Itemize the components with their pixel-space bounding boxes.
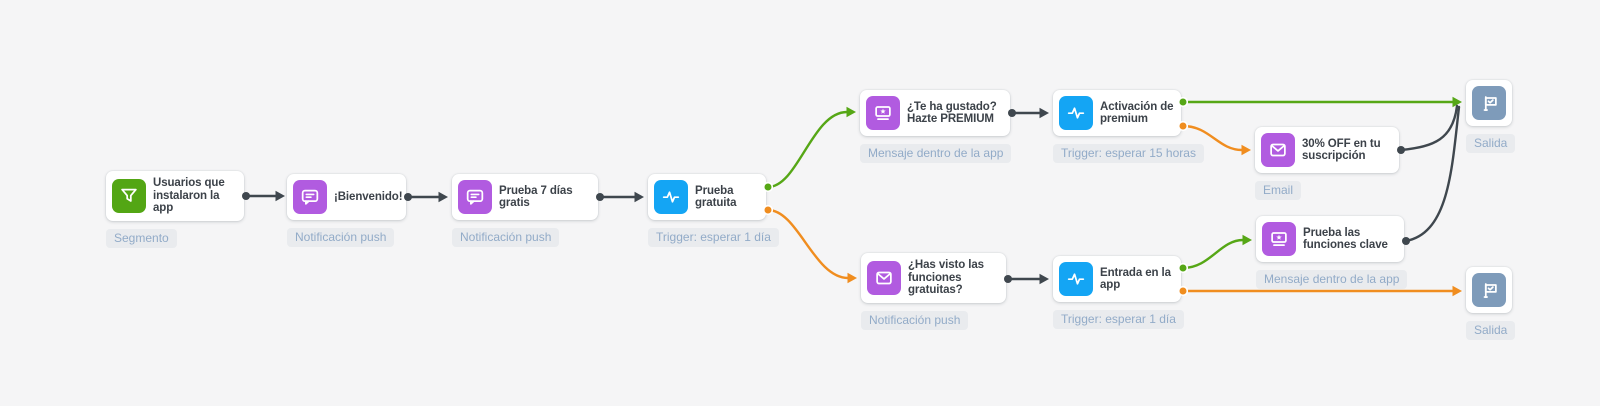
edge-premium-offer-to-activation [1008,107,1049,119]
edge-discount-email-to-exit-top [1397,104,1459,154]
node-free-features-push[interactable]: ¿Has visto las funciones gratuitas? Noti… [861,253,1006,330]
node-tag: Notificación push [861,310,969,330]
node-segment[interactable]: Usuarios que instalaron la app Segmento [106,171,244,248]
node-premium-offer-message[interactable]: ¿Te ha gustado? Hazte PREMIUM Mensaje de… [860,90,1012,163]
node-exit-top[interactable]: Salida [1466,80,1516,153]
node-title: Prueba las funciones clave [1303,226,1388,252]
node-premium-activation-trigger[interactable]: Activación de premium Trigger: esperar 1… [1053,90,1204,163]
pulse-trigger-icon [654,180,688,214]
node-card[interactable]: ¿Has visto las funciones gratuitas? [861,253,1006,303]
node-tag: Salida [1466,134,1516,153]
node-tag: Trigger: esperar 15 horas [1053,144,1204,163]
node-card[interactable]: Entrada en la app [1053,256,1181,302]
node-exit-bottom[interactable]: Salida [1466,267,1516,340]
envelope-icon [867,260,901,295]
node-card[interactable]: 30% OFF en tu suscripción [1255,127,1399,173]
node-welcome-push[interactable]: ¡Bienvenido! Notificación push [287,174,406,247]
node-title: ¿Has visto las funciones gratuitas? [908,259,984,296]
node-card[interactable]: Prueba 7 días gratis [452,174,598,220]
node-tag: Trigger: esperar 1 día [648,228,779,247]
node-title: ¿Te ha gustado? Hazte PREMIUM [907,100,997,126]
node-title: 30% OFF en tu suscripción [1302,137,1381,163]
node-tag: Segmento [106,228,177,248]
edge-activation-to-exit-top [1177,96,1462,108]
node-key-features-message[interactable]: Prueba las funciones clave Mensaje dentr… [1256,216,1408,289]
node-title: ¡Bienvenido! [334,190,403,203]
node-card[interactable]: ¡Bienvenido! [287,174,406,220]
node-title: Prueba gratuita [695,184,737,210]
node-tag: Salida [1466,321,1516,340]
node-card[interactable] [1466,80,1512,126]
edge-app-entry-to-key-features [1177,234,1252,274]
node-card[interactable] [1466,267,1512,313]
node-discount-email[interactable]: 30% OFF en tu suscripción Email [1255,127,1399,200]
node-card[interactable]: Usuarios que instalaron la app [106,171,244,221]
pulse-trigger-icon [1059,96,1093,130]
node-card[interactable]: ¿Te ha gustado? Hazte PREMIUM [860,90,1010,136]
envelope-icon [1261,133,1295,167]
edge-segment-to-welcome [242,190,285,202]
node-card[interactable]: Activación de premium [1053,90,1181,136]
node-title: Usuarios que instalaron la app [153,177,225,214]
ticket-icon [866,96,900,130]
node-tag: Mensaje dentro de la app [1256,270,1408,289]
node-title: Entrada en la app [1100,266,1171,292]
chat-bubble-icon [458,180,492,214]
ticket-icon [1262,222,1296,256]
node-tag: Notificación push [452,228,560,247]
edge-free-features-to-app-entry [1004,273,1049,285]
node-app-entry-trigger[interactable]: Entrada en la app Trigger: esperar 1 día [1053,256,1184,329]
node-free-trial-trigger[interactable]: Prueba gratuita Trigger: esperar 1 día [648,174,779,247]
pulse-trigger-icon [1059,262,1093,296]
exit-flag-icon [1472,273,1506,307]
node-tag: Trigger: esperar 1 día [1053,310,1184,329]
node-tag: Email [1255,181,1302,200]
edge-welcome-to-trial [404,191,448,203]
node-tag: Notificación push [287,228,395,247]
node-title: Prueba 7 días gratis [499,184,573,210]
node-card[interactable]: Prueba las funciones clave [1256,216,1404,262]
node-title: Activación de premium [1100,100,1174,126]
node-trial-push[interactable]: Prueba 7 días gratis Notificación push [452,174,598,247]
node-tag: Mensaje dentro de la app [860,144,1012,163]
filter-icon [112,178,146,213]
edge-trial-to-free-trial [596,191,644,203]
edge-key-features-to-exit-top [1402,105,1461,245]
chat-bubble-icon [293,180,327,214]
node-card[interactable]: Prueba gratuita [648,174,766,220]
exit-flag-icon [1472,86,1506,120]
